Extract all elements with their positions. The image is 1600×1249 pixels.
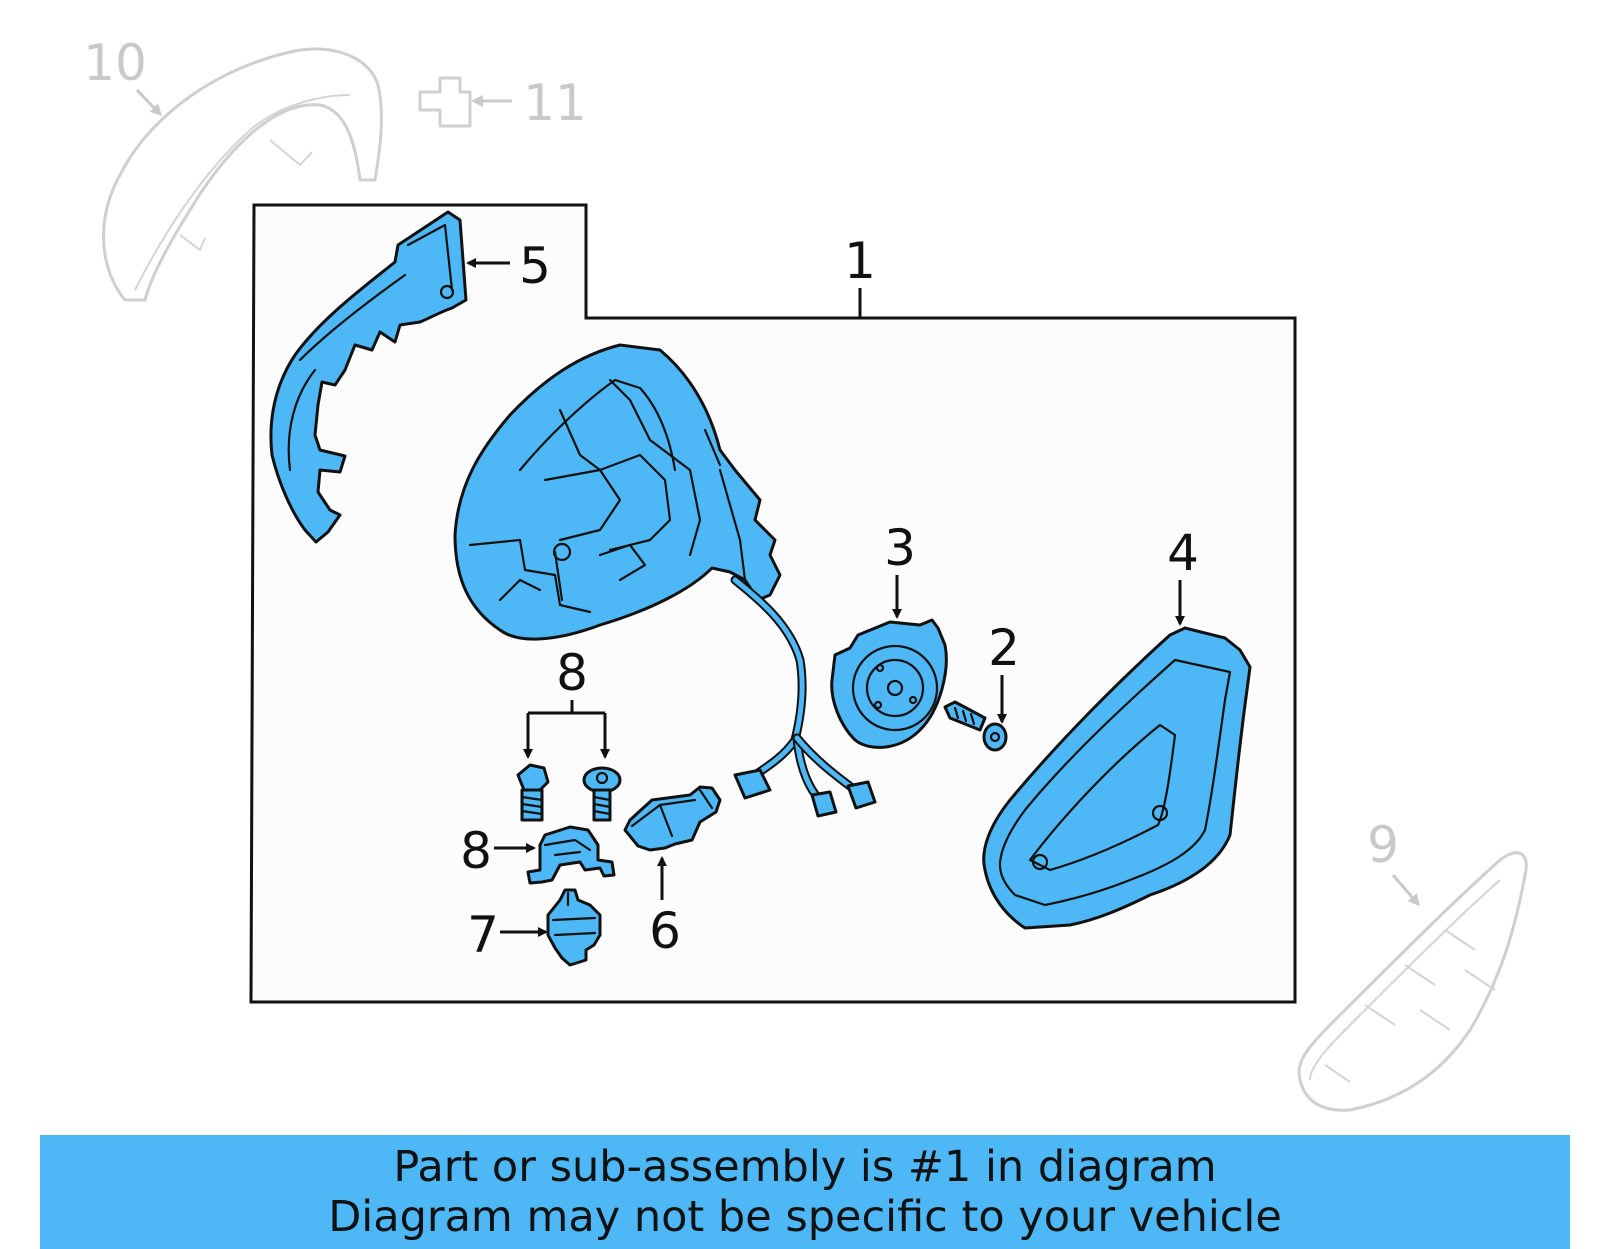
callout-3: 3 xyxy=(884,519,916,577)
callout-10: 10 xyxy=(83,34,147,92)
callout-11: 11 xyxy=(523,74,587,132)
part-10-mirror-cover xyxy=(102,47,383,302)
wiring-harness xyxy=(730,575,877,818)
callout-6: 6 xyxy=(649,902,681,960)
callout-5: 5 xyxy=(519,237,551,295)
callout-1: 1 xyxy=(844,232,876,290)
leader-8-top xyxy=(528,700,605,715)
part-8-bolt-right xyxy=(582,766,622,822)
part-6-control-module xyxy=(623,785,722,852)
banner-line-2: Diagram may not be specific to your vehi… xyxy=(328,1192,1282,1242)
part-9-mirror-glass xyxy=(1297,851,1528,1112)
info-banner: Part or sub-assembly is #1 in diagram Di… xyxy=(40,1135,1570,1249)
callout-8-top: 8 xyxy=(556,644,588,702)
callout-2: 2 xyxy=(988,619,1020,677)
part-3-mirror-actuator xyxy=(830,618,948,749)
part-2-screw xyxy=(943,700,1008,752)
leader-10 xyxy=(135,88,163,117)
leader-9 xyxy=(1391,874,1420,907)
callout-9: 9 xyxy=(1367,816,1399,874)
callout-8-bracket: 8 xyxy=(460,822,492,880)
part-1-mirror-housing xyxy=(453,343,782,641)
banner-line-1: Part or sub-assembly is #1 in diagram xyxy=(393,1142,1217,1192)
part-4-mirror-glass xyxy=(982,626,1252,930)
part-8-bracket xyxy=(526,825,616,885)
part-8-bolt-left xyxy=(516,763,550,822)
callout-7: 7 xyxy=(467,906,499,964)
callout-4: 4 xyxy=(1167,524,1199,582)
part-5-turn-signal-lamp xyxy=(269,210,468,544)
part-7-socket xyxy=(546,888,602,967)
part-11-clip xyxy=(418,76,472,128)
